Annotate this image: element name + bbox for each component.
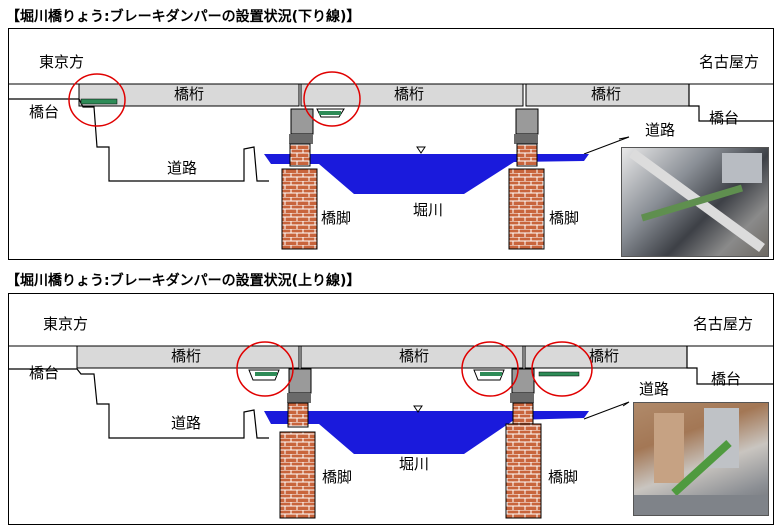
water-level-marker <box>413 405 423 413</box>
pier-neck-left <box>287 393 311 403</box>
label-road-right: 道路 <box>639 380 670 398</box>
brake-damper-3 <box>538 371 580 377</box>
label-pier-right: 橋脚 <box>549 209 580 227</box>
girder-2 <box>300 83 524 107</box>
label-girder-3: 橋桁 <box>591 85 622 103</box>
pier-upper-left <box>289 143 311 167</box>
girder-1 <box>78 83 300 107</box>
pier-upper-right <box>516 143 538 167</box>
pier-upper-left <box>287 402 309 428</box>
label-nagoya-side: 名古屋方 <box>693 315 754 333</box>
pier-lower-left <box>281 168 318 250</box>
highlight-circle-2 <box>303 71 361 127</box>
girder-2 <box>300 345 524 369</box>
label-abutment-left: 橋台 <box>29 103 60 121</box>
label-pier-right: 橋脚 <box>548 468 579 486</box>
label-river: 堀川 <box>399 455 430 473</box>
water-level-marker <box>416 146 426 154</box>
pier-upper-right <box>512 402 534 428</box>
highlight-circle-3 <box>531 341 593 397</box>
damper-photo-up <box>633 402 769 516</box>
label-girder-2: 橋桁 <box>399 347 430 365</box>
pier-neck-right <box>514 134 538 144</box>
brake-damper-2 <box>480 372 502 376</box>
diagram-panel-down: 東京方 名古屋方 橋台 橋台 橋桁 橋桁 橋桁 道路 道路 橋脚 橋脚 堀川 <box>8 28 774 260</box>
label-tokyo-side: 東京方 <box>43 315 89 333</box>
pier-lower-left <box>279 431 316 519</box>
brake-damper-1 <box>255 372 277 376</box>
label-nagoya-side: 名古屋方 <box>699 53 760 71</box>
label-road-right: 道路 <box>645 121 676 139</box>
label-road-left: 道路 <box>167 159 198 177</box>
highlight-circle-1 <box>236 341 294 397</box>
diagram-panel-up: 東京方 名古屋方 橋台 橋台 橋桁 橋桁 橋桁 道路 道路 橋脚 橋脚 堀川 <box>8 293 774 525</box>
highlight-circle-1 <box>68 73 126 127</box>
label-abutment-right: 橋台 <box>711 370 742 388</box>
panel-title-down: 【堀川橋りょう:ブレーキダンパーの設置状況(下り線)】 <box>6 9 361 25</box>
bridge-diagram-down <box>9 71 773 250</box>
label-river: 堀川 <box>413 201 444 219</box>
pier-neck-left <box>289 134 313 144</box>
label-abutment-left: 橋台 <box>29 364 60 382</box>
panel-title-up: 【堀川橋りょう:ブレーキダンパーの設置状況(上り線)】 <box>6 273 361 289</box>
label-girder-1: 橋桁 <box>174 85 205 103</box>
label-abutment-right: 橋台 <box>709 109 740 127</box>
brake-damper-2 <box>319 111 341 115</box>
label-girder-2: 橋桁 <box>394 85 425 103</box>
river-water <box>264 411 589 454</box>
pier-neck-right <box>510 393 534 403</box>
right-slope <box>583 401 630 420</box>
left-abutment-outline <box>9 98 269 182</box>
brake-damper-1 <box>80 98 118 105</box>
left-abutment-outline <box>9 368 269 439</box>
right-abutment-outline <box>686 346 773 385</box>
highlight-circle-2 <box>461 341 519 397</box>
label-road-left: 道路 <box>171 414 202 432</box>
pier-lower-right <box>508 168 545 250</box>
label-girder-1: 橋桁 <box>171 347 202 365</box>
bridge-diagram-up <box>9 341 773 519</box>
damper-photo-down <box>621 147 769 257</box>
pier-lower-right <box>505 423 542 519</box>
label-tokyo-side: 東京方 <box>39 53 85 71</box>
label-pier-left: 橋脚 <box>321 209 352 227</box>
right-abutment-outline <box>688 84 773 122</box>
label-girder-3: 橋桁 <box>589 347 620 365</box>
right-slope <box>583 136 630 155</box>
label-pier-left: 橋脚 <box>322 468 353 486</box>
pier-cap-right <box>515 108 539 135</box>
river-water <box>264 154 589 194</box>
pier-cap-left <box>290 108 314 135</box>
